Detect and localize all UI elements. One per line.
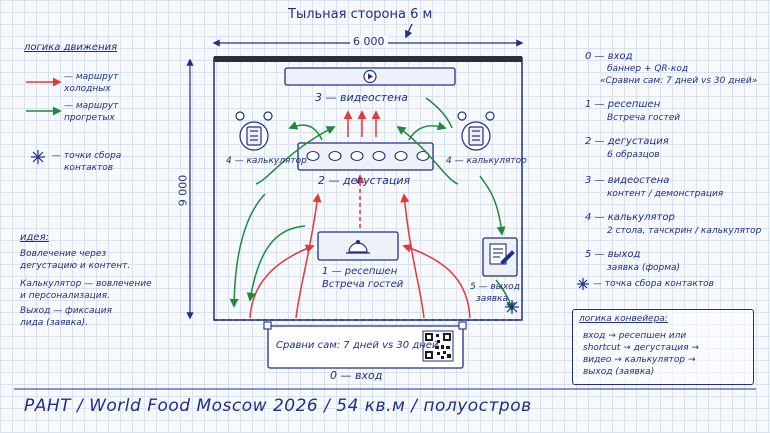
conveyor-line-3: видео → калькулятор → — [583, 355, 696, 365]
idea-line-1: Вовлечение через — [20, 249, 107, 259]
list-4-title: 4 — калькулятор — [585, 212, 675, 223]
idea-line-3: Калькулятор — вовлечение — [20, 279, 152, 289]
exit-label: 5 — выход — [470, 282, 520, 292]
legend-green-label-2: прогретых — [64, 113, 115, 123]
legend-red-label-2: холодных — [64, 84, 111, 94]
conveyor-line-2: shortcut → дегустация → — [583, 343, 699, 353]
banner-post-left — [263, 321, 272, 330]
qr-code-icon — [422, 330, 454, 362]
banner-text: Сравни сам: 7 дней vs 30 дней — [276, 340, 439, 351]
legend-star-icon — [31, 150, 45, 164]
width-dimension-label: 6 000 — [350, 36, 388, 47]
height-dimension-label: 9 000 — [176, 171, 189, 210]
list-5-line-1: заявка (форма) — [607, 263, 681, 273]
exit-sub-label: заявка — [476, 294, 508, 304]
list-2-title: 2 — дегустация — [585, 136, 669, 147]
cloche-icon — [346, 239, 370, 254]
tasting-samples — [306, 150, 430, 162]
list-0-line-2: «Сравни сам: 7 дней vs 30 дней» — [600, 76, 758, 86]
legend-star-label-2: контактов — [64, 163, 114, 173]
idea-line-6: лида (заявка). — [20, 318, 89, 328]
banner-post-right — [458, 321, 467, 330]
list-3-line-1: контент / демонстрация — [607, 189, 724, 199]
conveyor-line-1: вход → ресепшен или — [583, 331, 687, 341]
list-5-title: 5 — выход — [585, 249, 641, 260]
entrance-banner — [267, 325, 464, 369]
idea-line-4: и персонализация. — [20, 291, 110, 301]
legend-red-label-1: — маршрут — [64, 72, 119, 82]
list-1-title: 1 — ресепшен — [585, 99, 661, 110]
legend-green-label-1: — маршрут — [64, 101, 119, 111]
legend-title: логика движения — [24, 42, 118, 53]
legend-star-label-1: — точки сбора — [52, 151, 122, 161]
footer-title: РАНТ / World Food Moscow 2026 / 54 кв.м … — [24, 396, 532, 416]
back-wall-pointer — [405, 23, 413, 39]
conveyor-line-4: выход (заявка) — [583, 367, 655, 377]
list-4-line-1: 2 стола, тачскрин / калькулятор — [607, 226, 762, 236]
idea-line-5: Выход — фиксация — [20, 306, 112, 316]
back-wall — [214, 56, 522, 62]
list-3-title: 3 — видеостена — [585, 175, 670, 186]
calculator-table-left-icon — [235, 111, 273, 151]
contact-star-icon — [505, 300, 519, 314]
calculator-left-label: 4 — калькулятор — [226, 156, 307, 166]
cold-routes — [249, 110, 471, 319]
reception-sub-label: Встреча гостей — [322, 279, 404, 290]
reception-label: 1 — ресепшен — [322, 266, 398, 277]
conveyor-box: логика конвейера: вход → ресепшен или sh… — [572, 309, 754, 385]
conveyor-title: логика конвейера: — [579, 314, 668, 324]
tasting-label: 2 — дегустация — [318, 174, 411, 187]
list-0-line-1: баннер + QR-код — [607, 64, 689, 74]
videowall-label: 3 — видеостена — [315, 91, 408, 104]
idea-title: идея: — [20, 232, 49, 243]
back-wall-label: Тыльная сторона 6 м — [288, 7, 433, 22]
list-2-line-1: 6 образцов — [607, 150, 660, 160]
right-list-star-icon — [577, 278, 589, 290]
list-1-line-1: Встреча гостей — [607, 113, 681, 123]
warm-routes — [229, 97, 515, 312]
entrance-label: 0 — вход — [330, 369, 383, 382]
idea-line-2: дегустацию и контент. — [20, 261, 131, 271]
tasting-counter — [297, 142, 434, 171]
calculator-right-label: 4 — калькулятор — [446, 156, 527, 166]
contact-point-label: — точка сбора контактов — [593, 279, 714, 289]
form-pencil-icon — [489, 243, 515, 265]
list-0-title: 0 — вход — [585, 51, 633, 62]
calculator-table-right-icon — [457, 111, 495, 151]
